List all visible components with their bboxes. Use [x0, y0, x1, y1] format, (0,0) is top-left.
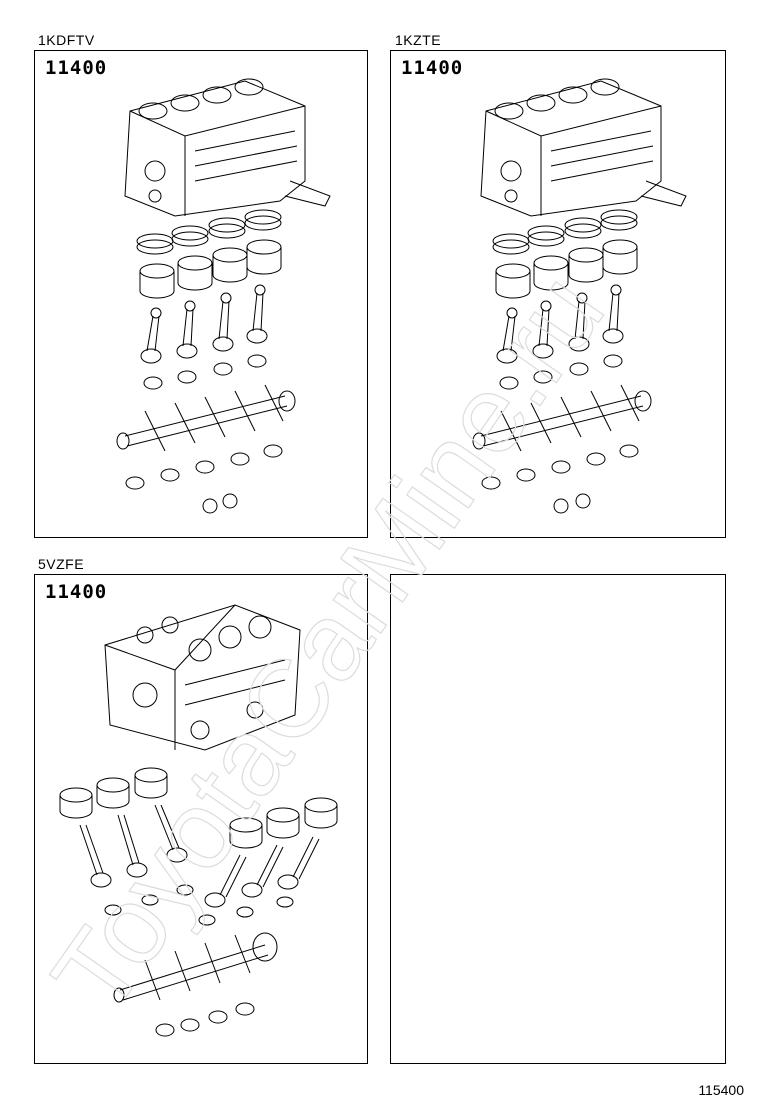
parts-panel-1kdftv: 11400 [34, 50, 368, 538]
part-number-2[interactable]: 11400 [401, 57, 464, 79]
engine-model-label-3: 5VZFE [38, 556, 85, 572]
empty-panel [390, 574, 726, 1064]
engine-model-label-2: 1KZTE [395, 32, 442, 48]
parts-panel-5vzfe: 11400 [34, 574, 368, 1064]
engine-model-label-1: 1KDFTV [38, 32, 95, 48]
short-block-v6-illustration[interactable] [35, 575, 368, 1064]
figure-number: 115400 [698, 1082, 744, 1098]
parts-panel-1kzte: 11400 [390, 50, 726, 538]
part-number-3[interactable]: 11400 [45, 581, 108, 603]
short-block-inline4-illustration-2[interactable] [391, 51, 726, 538]
short-block-inline4-illustration-1[interactable] [35, 51, 368, 538]
part-number-1[interactable]: 11400 [45, 57, 108, 79]
